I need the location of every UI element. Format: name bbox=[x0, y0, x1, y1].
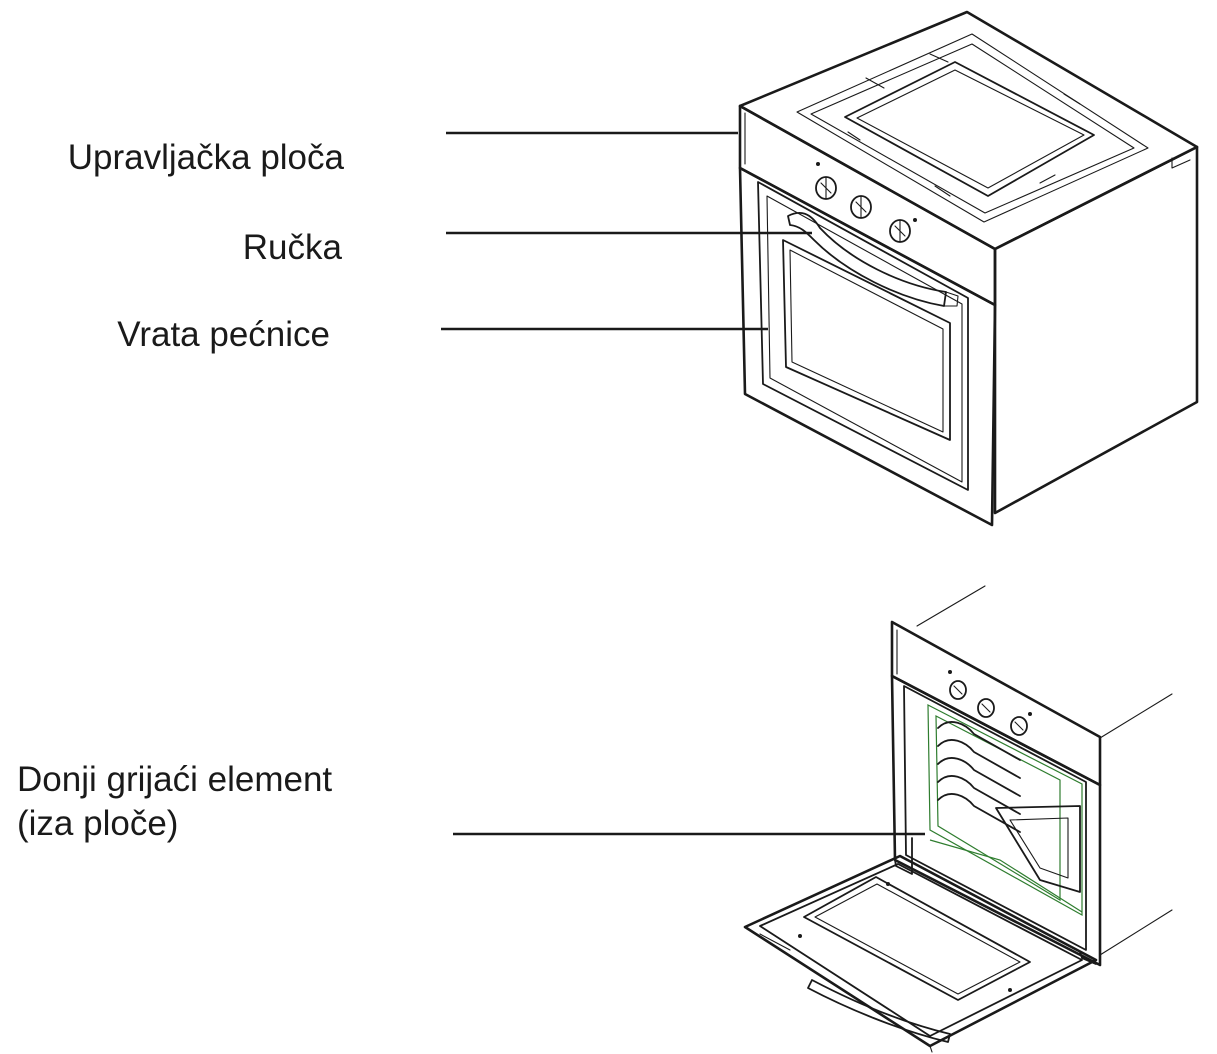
open-door-inner-edge bbox=[759, 863, 1083, 1037]
side-bracket bbox=[1171, 157, 1191, 169]
oven-top-plate bbox=[844, 61, 1095, 197]
oven-bottom-plate-cover bbox=[995, 805, 1081, 893]
open-oven-cavity-frame bbox=[903, 685, 1087, 951]
open-door-window-inner bbox=[814, 883, 1021, 995]
oven-door-window bbox=[782, 239, 951, 441]
oven-top-rim bbox=[796, 33, 1149, 223]
oven-door-window-inner bbox=[789, 249, 944, 433]
closed-oven-illustration bbox=[738, 10, 1199, 527]
label-bottom-heater-line2: (iza ploče) bbox=[17, 804, 179, 843]
door-screw-2 bbox=[1008, 988, 1012, 992]
oven-top-inner-rim bbox=[810, 43, 1135, 214]
open-door-handle bbox=[807, 979, 951, 1043]
label-oven-door: Vrata pećnice bbox=[117, 315, 330, 354]
door-screw-3 bbox=[798, 934, 802, 938]
label-bottom-heater-line1: Donji grijaći element bbox=[17, 760, 333, 799]
cabinet-line-top bbox=[916, 585, 986, 627]
cabinet-line-right bbox=[1099, 693, 1173, 739]
cabinet-line-bottom bbox=[1099, 909, 1173, 956]
open-oven-control-panel bbox=[890, 620, 1102, 787]
oven-rack-rails bbox=[937, 721, 1021, 833]
oven-door-outer bbox=[757, 181, 969, 491]
oven-door-bezel bbox=[766, 195, 963, 483]
open-door-window bbox=[803, 876, 1031, 1001]
open-knob-left bbox=[949, 680, 967, 700]
oven-right-side bbox=[993, 145, 1199, 515]
knob-right bbox=[889, 219, 911, 243]
indicator-light-left bbox=[816, 162, 820, 166]
oven-floor-line bbox=[929, 839, 1083, 913]
oven-cavity-back bbox=[927, 704, 1083, 917]
open-door-details bbox=[759, 933, 933, 1053]
label-handle: Ručka bbox=[242, 228, 342, 267]
label-control-panel: Upravljačka ploča bbox=[67, 138, 344, 177]
knob-middle bbox=[850, 195, 872, 219]
oven-handle bbox=[787, 212, 947, 307]
open-indicator-right bbox=[1028, 712, 1032, 716]
oven-top-details bbox=[847, 53, 1081, 197]
oven-front-frame bbox=[738, 166, 997, 527]
open-oven-illustration bbox=[743, 585, 1173, 1053]
indicator-light-right bbox=[913, 218, 917, 222]
open-indicator-left bbox=[948, 670, 952, 674]
knob-left bbox=[815, 176, 837, 200]
door-screw-1 bbox=[886, 882, 890, 886]
oven-top-plate-inner bbox=[856, 69, 1085, 189]
oven-bottom-plate-cover-inner bbox=[1009, 817, 1069, 879]
open-knob-right bbox=[1010, 716, 1028, 736]
handle-end bbox=[943, 291, 959, 307]
open-oven-front-frame bbox=[890, 674, 1102, 967]
open-knob-middle bbox=[977, 698, 995, 718]
label-bottom-heater: Donji grijaći element (iza ploče) bbox=[17, 758, 332, 846]
